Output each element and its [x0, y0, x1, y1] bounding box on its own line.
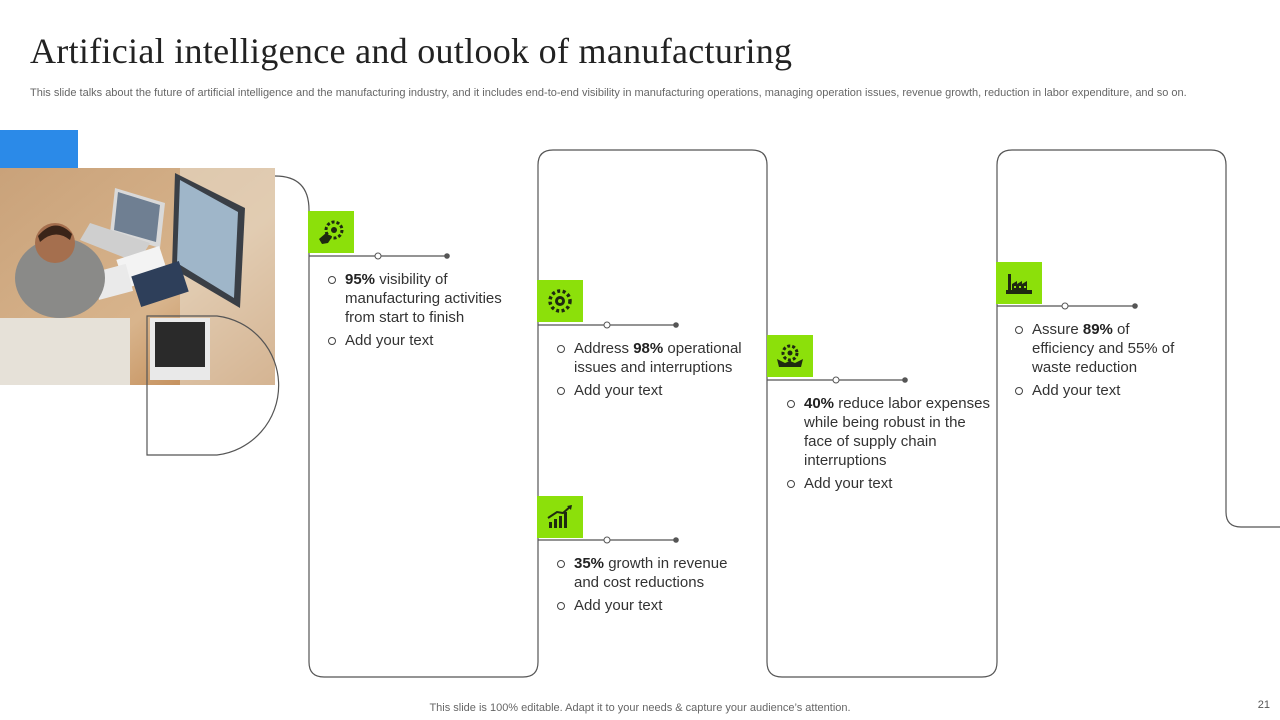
- list-item: Add your text: [556, 596, 756, 615]
- list-item: Add your text: [556, 381, 756, 400]
- list-item: Add your text: [1014, 381, 1184, 400]
- factory-icon: [996, 262, 1042, 304]
- item-3-text: 35% growth in revenue and cost reduction…: [556, 554, 756, 619]
- list-item: Add your text: [786, 474, 991, 493]
- item-5-text: Assure 89% of efficiency and 55% of wast…: [1014, 320, 1184, 404]
- list-item: Address 98% operational issues and inter…: [556, 339, 756, 377]
- item-4-text: 40% reduce labor expenses while being ro…: [786, 394, 991, 497]
- slide-subtitle: This slide talks about the future of art…: [30, 87, 1187, 99]
- gear-hands-icon: [767, 335, 813, 377]
- gear-hand-icon: [308, 211, 354, 253]
- slide-title: Artificial intelligence and outlook of m…: [30, 31, 793, 71]
- footer-note: This slide is 100% editable. Adapt it to…: [429, 702, 851, 714]
- growth-chart-icon: [537, 496, 583, 538]
- list-item: 35% growth in revenue and cost reduction…: [556, 554, 756, 592]
- page-number: 21: [1257, 699, 1270, 711]
- list-item: Add your text: [327, 331, 527, 350]
- item-2-text: Address 98% operational issues and inter…: [556, 339, 756, 404]
- list-item: 40% reduce labor expenses while being ro…: [786, 394, 991, 470]
- workspace-photo: [0, 168, 275, 385]
- item-1-text: 95% visibility of manufacturing activiti…: [327, 270, 527, 354]
- gear-brain-icon: [537, 280, 583, 322]
- list-item: Assure 89% of efficiency and 55% of wast…: [1014, 320, 1184, 377]
- list-item: 95% visibility of manufacturing activiti…: [327, 270, 527, 327]
